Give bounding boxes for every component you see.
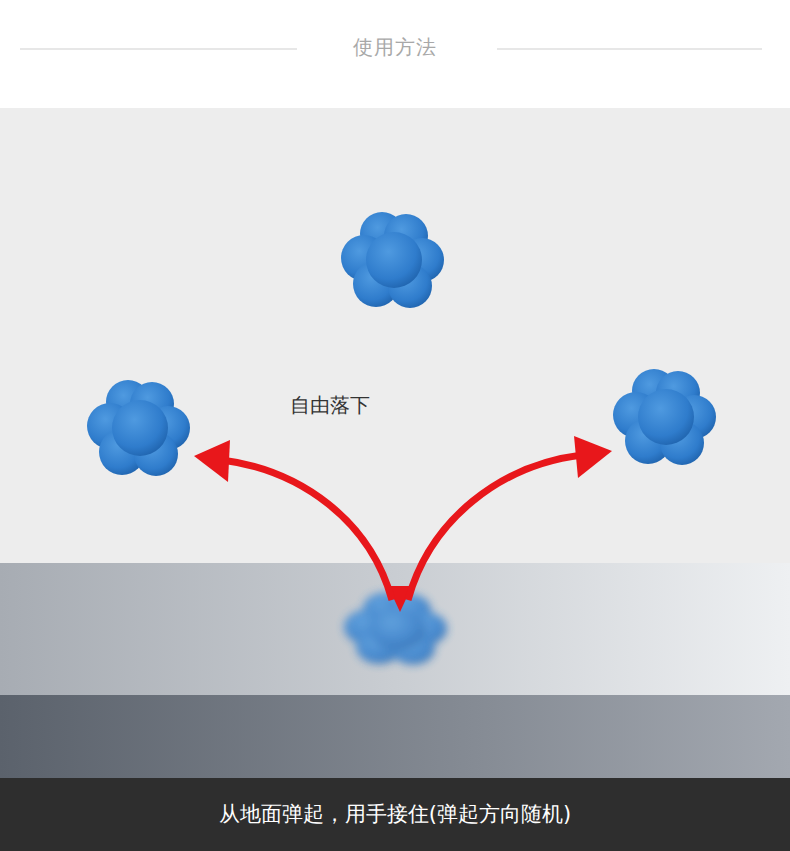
heading: 使用方法 bbox=[343, 35, 447, 59]
caption-text: 从地面弹起，用手接住(弹起方向随机) bbox=[0, 778, 790, 851]
fall-label: 自由落下 bbox=[290, 392, 370, 419]
heading-row: 使用方法 bbox=[0, 34, 790, 61]
